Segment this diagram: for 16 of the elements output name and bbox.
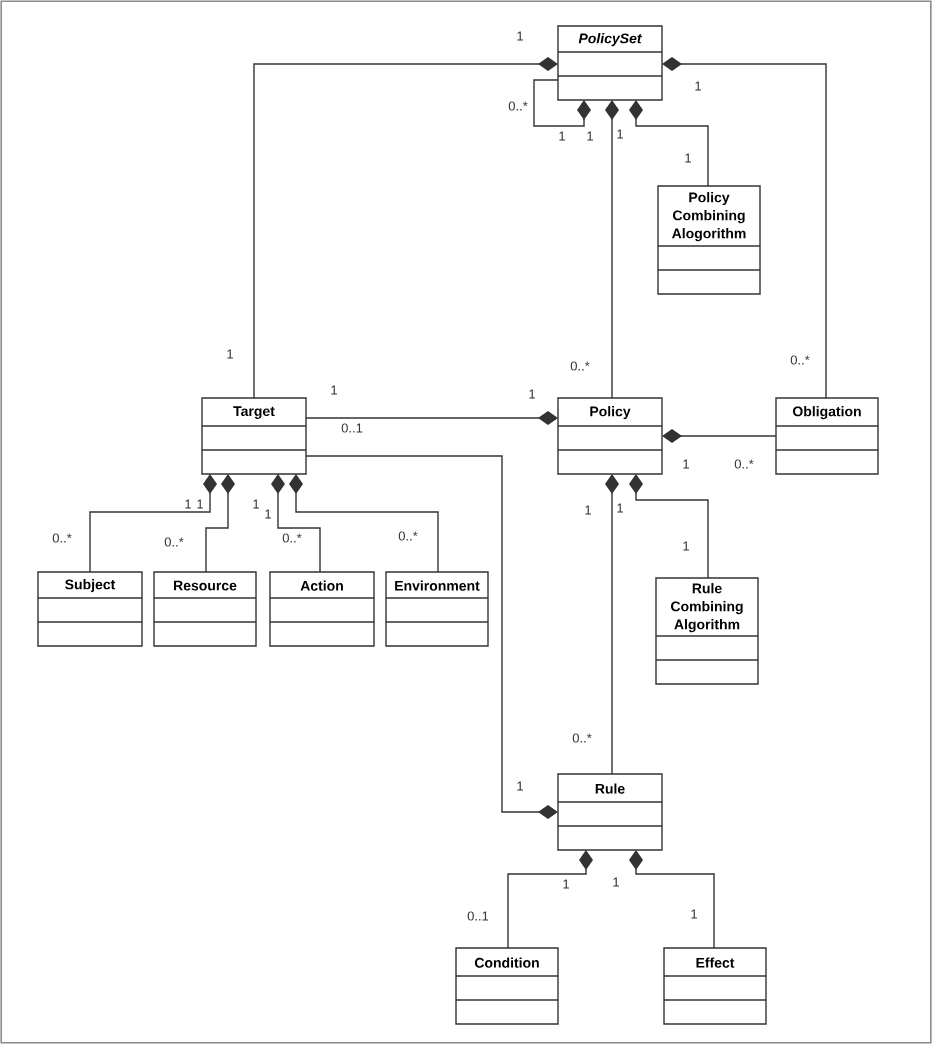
composition-line bbox=[305, 411, 558, 425]
composition-line bbox=[205, 474, 235, 573]
composition-line bbox=[662, 429, 777, 443]
composition-line bbox=[305, 455, 558, 819]
composition-line bbox=[253, 57, 558, 399]
composition-line bbox=[289, 474, 439, 573]
composition-line bbox=[507, 850, 593, 949]
composition-line bbox=[629, 850, 715, 949]
composition-line bbox=[605, 100, 619, 399]
composition-line bbox=[605, 474, 619, 775]
composition-line bbox=[629, 100, 709, 187]
composition-line bbox=[89, 474, 217, 573]
composition-line bbox=[662, 57, 827, 399]
composition-line bbox=[629, 474, 709, 579]
composition-line bbox=[271, 474, 321, 573]
composition-line bbox=[533, 79, 591, 127]
